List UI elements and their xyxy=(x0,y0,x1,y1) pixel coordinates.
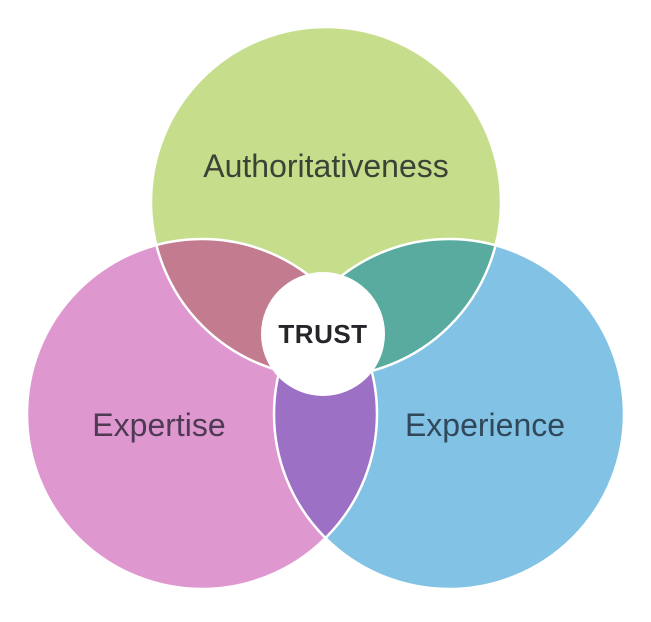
label-experience: Experience xyxy=(405,407,565,443)
separator-expertise xyxy=(25,237,379,591)
separator-experience xyxy=(272,237,626,591)
label-trust: TRUST xyxy=(278,319,367,349)
trust-circle xyxy=(261,272,385,396)
label-expertise: Expertise xyxy=(92,407,225,443)
label-authoritativeness: Authoritativeness xyxy=(203,148,448,184)
circle-separators xyxy=(25,25,626,591)
